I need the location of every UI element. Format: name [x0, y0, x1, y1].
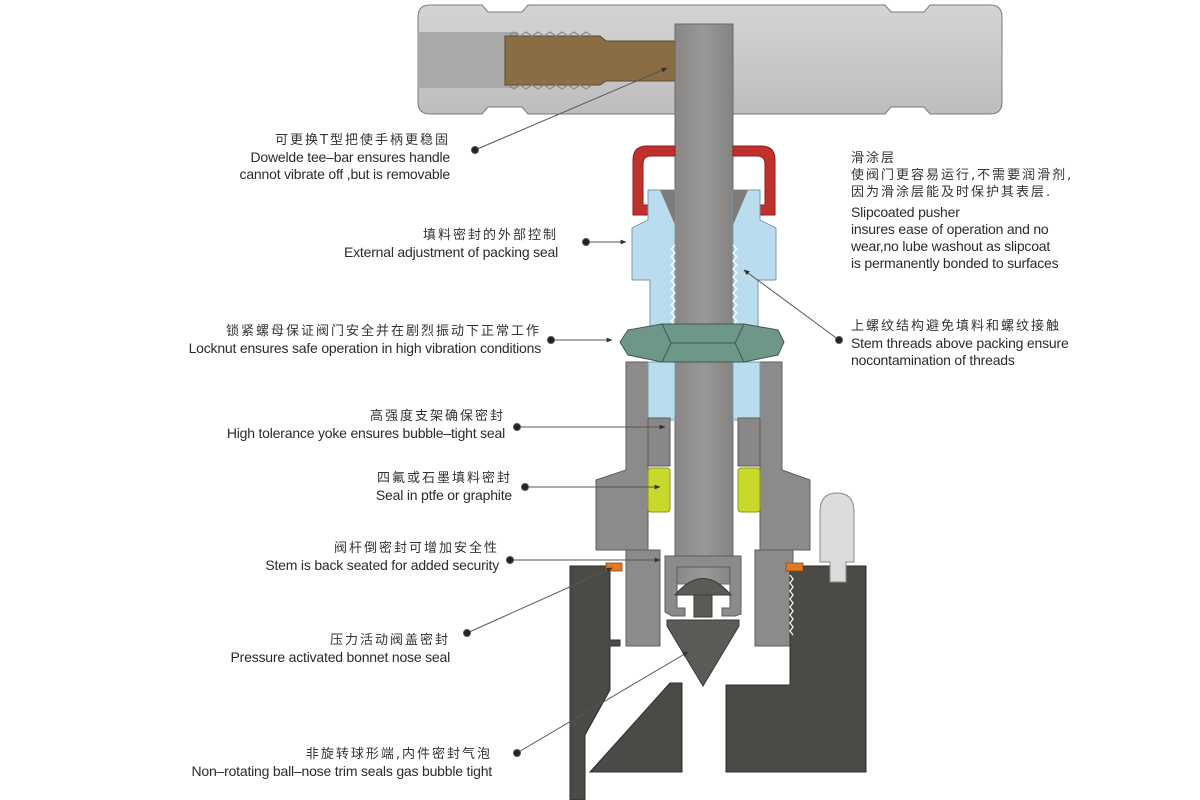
valve-body-wedge	[588, 682, 683, 773]
callout-ball-nose: 非旋转球形端,内件密封气泡 Non–rotating ball–nose tri…	[191, 746, 492, 780]
valve-body-left	[569, 565, 621, 800]
bonnet-thread-right	[789, 574, 794, 636]
callout-yoke: 高强度支架确保密封 High tolerance yoke ensures bu…	[227, 408, 505, 442]
callout-stem-threads: 上螺纹结构避免填料和螺纹接触 Stem threads above packin…	[851, 318, 1069, 369]
bonnet-lower-right	[732, 361, 761, 421]
callout-packing-adjust-zh: 填料密封的外部控制	[422, 228, 558, 243]
callout-packing-adjust-en: External adjustment of packing seal	[343, 244, 558, 260]
yoke-left	[595, 361, 649, 551]
callout-packing-material-zh: 四氟或石墨填料密封	[376, 471, 512, 486]
valve-stem	[674, 23, 734, 585]
packing-right	[737, 467, 761, 513]
callout-stem-threads-en-2: nocontamination of threads	[851, 352, 1015, 368]
callout-stem-threads-en-1: Stem threads above packing ensure	[851, 335, 1069, 351]
packing-nut-left	[631, 189, 676, 341]
callout-ball-nose-zh: 非旋转球形端,内件密封气泡	[305, 747, 492, 762]
callout-tee-bar: 可更换T型把使手柄更稳固 Dowelde tee–bar ensures han…	[239, 132, 451, 183]
callout-locknut-zh: 锁紧螺母保证阀门安全并在剧烈振动下正常工作	[225, 324, 541, 339]
gland-right	[737, 417, 761, 467]
callout-packing-adjust: 填料密封的外部控制 External adjustment of packing…	[344, 227, 558, 261]
callout-slipcoat-en-1: Slipcoated pusher	[851, 204, 960, 220]
bonnet-chamfer	[660, 190, 748, 225]
callout-slipcoat-en-3: wear,no lube washout as slipcoat	[851, 238, 1051, 254]
ball-nose-cone	[666, 619, 740, 687]
callout-slipcoat-en-4: is permanently bonded to surfaces	[851, 255, 1059, 271]
valve-body-right	[725, 565, 867, 773]
callout-slipcoat-zh-1: 滑涂层	[851, 151, 897, 166]
callout-packing-material-en: Seal in ptfe or graphite	[375, 487, 512, 503]
callout-slipcoat-zh-3: 因为滑涂层能及时保护其表层.	[851, 185, 1053, 200]
locknut-facets	[661, 323, 745, 363]
ball-nose-neck	[693, 594, 713, 618]
callout-bonnet-seal-zh: 压力活动阀盖密封	[329, 633, 450, 648]
callout-bonnet-seal: 压力活动阀盖密封 Pressure activated bonnet nose …	[230, 632, 451, 666]
callout-back-seat-en: Stem is back seated for added security	[265, 557, 499, 573]
vent-plug	[819, 492, 855, 583]
callout-locknut-en: Locknut ensures safe operation in high v…	[188, 340, 542, 356]
callout-yoke-en: High tolerance yoke ensures bubble–tight…	[226, 425, 505, 441]
gland-left	[647, 417, 671, 467]
callout-packing-material: 四氟或石墨填料密封 Seal in ptfe or graphite	[376, 470, 512, 504]
callout-slipcoat-en-2: insures ease of operation and no	[851, 221, 1049, 237]
handle-bore	[418, 32, 518, 88]
callout-slipcoat-zh-2: 使阀门更容易运行,不需要润滑剂,	[851, 168, 1074, 183]
callout-locknut: 锁紧螺母保证阀门安全并在剧烈振动下正常工作 Locknut ensures sa…	[188, 323, 542, 357]
callout-stem-threads-zh: 上螺纹结构避免填料和螺纹接触	[851, 319, 1062, 334]
callout-tee-bar-en-2: cannot vibrate off ,but is removable	[239, 166, 451, 182]
callout-back-seat-zh: 阀杆倒密封可增加安全性	[333, 541, 499, 556]
stem-pusher	[664, 555, 742, 617]
stem-thread-right	[732, 244, 738, 334]
leader-lines	[463, 67, 843, 757]
bonnet-seal-right	[785, 562, 804, 572]
yoke-lower-left	[625, 549, 661, 647]
callout-ball-nose-en: Non–rotating ball–nose trim seals gas bu…	[191, 763, 492, 779]
callout-bonnet-seal-en: Pressure activated bonnet nose seal	[230, 649, 451, 665]
callout-tee-bar-zh: 可更换T型把使手柄更稳固	[275, 133, 450, 148]
bonnet-thread-left	[613, 574, 618, 640]
callout-yoke-zh: 高强度支架确保密封	[369, 409, 505, 424]
bonnet-seal-left	[605, 562, 623, 572]
dowel-threads	[507, 31, 593, 90]
slipcoat-pusher	[632, 145, 776, 216]
callout-back-seat: 阀杆倒密封可增加安全性 Stem is back seated for adde…	[265, 540, 499, 574]
yoke-right	[759, 361, 811, 551]
ball-nose-head	[673, 578, 733, 596]
stem-thread-left	[670, 244, 676, 334]
bonnet-lower-left	[647, 361, 676, 421]
callout-slipcoat: 滑涂层 使阀门更容易运行,不需要润滑剂, 因为滑涂层能及时保护其表层. Slip…	[851, 150, 1073, 272]
callout-tee-bar-en-1: Dowelde tee–bar ensures handle	[250, 149, 451, 165]
packing-left	[647, 467, 671, 513]
